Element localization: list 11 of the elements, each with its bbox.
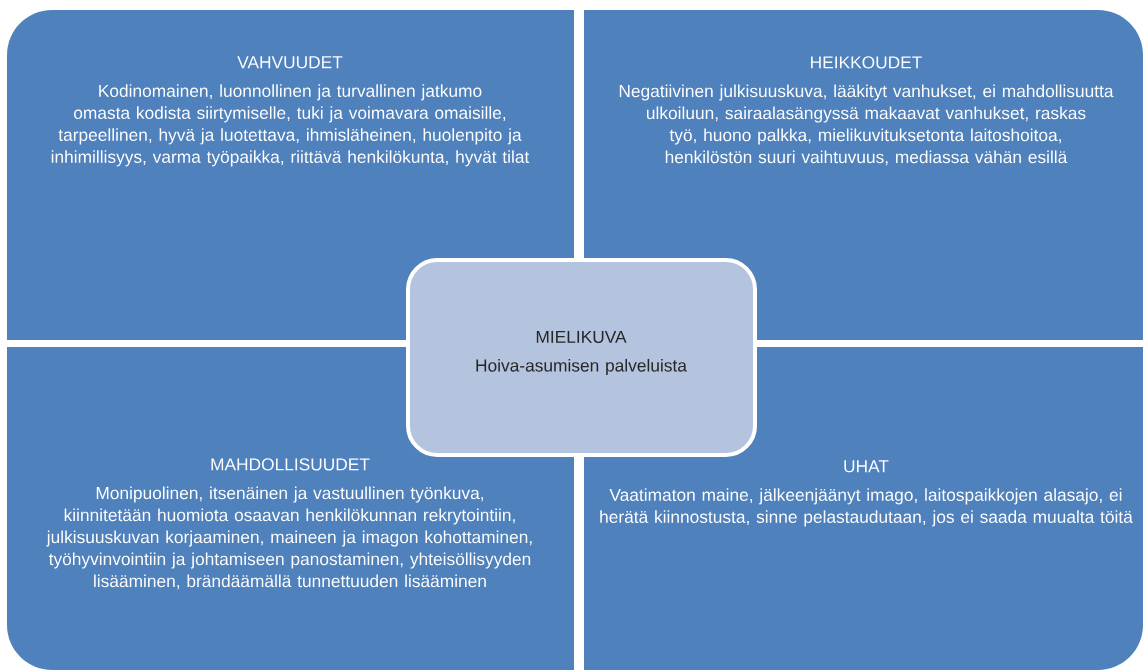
description-text: Hoiva-asumisen palveluista <box>476 358 687 376</box>
section-heading: VAHVUUDET <box>237 56 343 69</box>
description-text: Negatiivinen julkisuuskuva, lääkityt vanhukset, ei mahdollisuutta ulkoiluun, sairaalasängyssä makaavat vanhukset, raskas työ, huono palkka, mielikuvituksetonta laitoshoitoa, henkilöstön suuri vaihtuvuus, mediassa vähän esillä <box>619 84 1114 166</box>
description-text: Kodinomainen, luonnollinen ja turvallinen jatkumo omasta kodista siirtymiselle, tuki ja voimavara omaisille, tarpeellinen, hyvä ja luotettava, ihmisläheinen, huolenpito ja inhimillisyys, varma työpaikka, riittävä henkilökunta, hyvät tilat <box>51 84 530 167</box>
description-text: Vaatimaton maine, jälkeenjäänyt imago, laitospaikkojen alasajo, ei herätä kiinnostusta, sinne pelastaudutaan, jos ei saada muualta töitä <box>600 488 1133 527</box>
description-text: Monipuolinen, itsenäinen ja vastuullinen työnkuva, kiinnitetään huomiota osaavan henkilökunnan rekrytointiin, julkisuuskuvan korjaaminen, maineen ja imagon kohottaminen, työhyvinvointiin ja johtamiseen panostaminen, yhteisöllisyyden lisääminen, brändäämällä tunnettuuden lisääminen <box>46 486 532 590</box>
section-heading: HEIKKOUDET <box>811 56 922 69</box>
section-heading: MIELIKUVA <box>536 330 627 343</box>
section-heading: UHAT <box>844 460 889 473</box>
center-box <box>406 258 757 457</box>
section-heading: MAHDOLLISUUDET <box>211 458 370 471</box>
